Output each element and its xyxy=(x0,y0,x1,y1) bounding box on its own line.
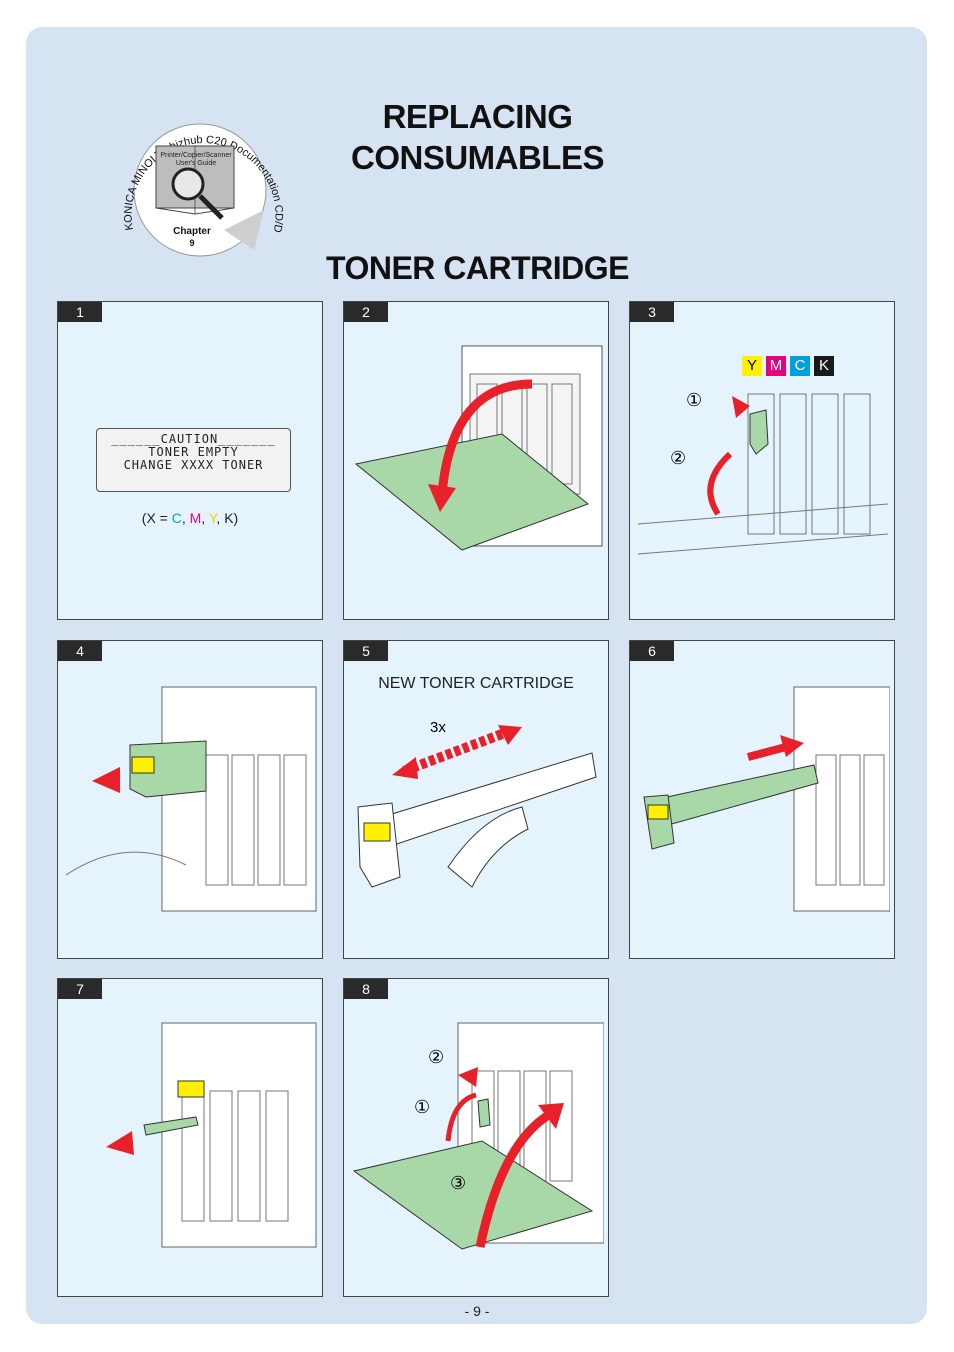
color-label-y: Y xyxy=(742,356,762,376)
step-panel-6: 6 xyxy=(629,640,895,959)
step-number: 2 xyxy=(344,302,388,322)
color-label-row: Y M C K xyxy=(742,356,834,376)
svg-text:Chapter: Chapter xyxy=(173,226,211,237)
printer-illustration xyxy=(638,393,889,555)
svg-text:Printer/Copier/Scanner: Printer/Copier/Scanner xyxy=(160,152,232,159)
magnifier-book-icon xyxy=(155,145,235,220)
step-number: 3 xyxy=(630,302,674,322)
step-number: 8 xyxy=(344,979,388,999)
step-panel-3: 3 Y M C K ① ② xyxy=(629,301,895,620)
toner-color-legend: (X = C, M, Y, K) xyxy=(141,510,239,526)
color-label-k: K xyxy=(814,356,834,376)
printer-illustration xyxy=(643,686,890,912)
color-label-m: M xyxy=(766,356,786,376)
callout-2: ② xyxy=(670,448,687,468)
step-number: 4 xyxy=(58,641,102,661)
callout-1: ① xyxy=(414,1097,431,1117)
new-toner-label: NEW TONER CARTRIDGE xyxy=(378,675,574,692)
step-panel-7: 7 xyxy=(57,978,323,1297)
section-title: TONER CARTRIDGE xyxy=(325,250,630,286)
page-number: - 9 - xyxy=(464,1303,490,1319)
callout-2: ② xyxy=(428,1047,445,1067)
printer-illustration xyxy=(354,345,603,551)
step-panel-1: 1 ______CAUTION_______ TONER EMPTY CHANG… xyxy=(57,301,323,620)
color-label-c: C xyxy=(790,356,810,376)
svg-text:User's Guide: User's Guide xyxy=(176,160,216,167)
printer-illustration xyxy=(106,1022,317,1248)
step-number: 5 xyxy=(344,641,388,661)
page-title: REPLACING CONSUMABLES xyxy=(350,98,605,176)
lcd-display: ______CAUTION_______ TONER EMPTY CHANGE … xyxy=(96,428,291,492)
step-number: 6 xyxy=(630,641,674,661)
step-panel-2: 2 xyxy=(343,301,609,620)
documentation-cd-badge: KONICA MINOLTA bizhub C20 Documentation … xyxy=(114,110,285,257)
printer-illustration xyxy=(352,1022,604,1250)
step-panel-8: 8 ② ① ③ xyxy=(343,978,609,1297)
shake-count: 3x xyxy=(430,719,446,736)
step-panel-5: 5 NEW TONER CARTRIDGE 3x xyxy=(343,640,609,959)
step-number: 7 xyxy=(58,979,102,999)
callout-1: ① xyxy=(686,390,703,410)
printer-illustration xyxy=(66,686,317,912)
svg-text:9: 9 xyxy=(189,238,194,248)
callout-3: ③ xyxy=(450,1173,467,1193)
step-panel-4: 4 xyxy=(57,640,323,959)
step-number: 1 xyxy=(58,302,102,322)
toner-cartridge-illustration xyxy=(357,725,597,888)
